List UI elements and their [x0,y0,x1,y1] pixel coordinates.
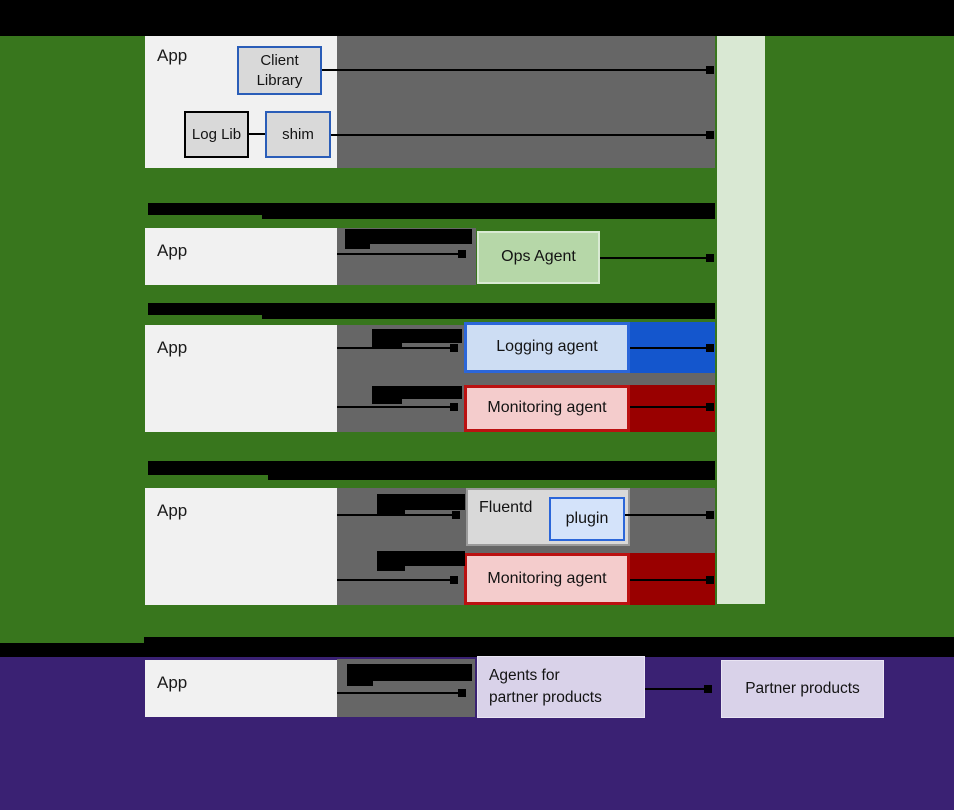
row4-redacted-heading [148,461,715,475]
partner-redacted-label-step [347,681,373,686]
plugin-label: plugin [565,509,609,527]
shim-arrow [331,131,714,139]
row3-redacted-label-metrics-step [372,399,402,404]
row4-redacted-heading-step [268,475,715,480]
row4-redacted-label-logs [377,494,465,510]
partner-app-label: App [157,673,188,692]
row2-redacted-label-step [345,244,370,249]
mid-black-band [0,637,954,657]
partner-redacted-label [347,664,472,681]
row3-app-to-monitoring-arrow [337,403,458,411]
client-library-box: Client Library [237,46,322,95]
monitoring-to-bar-arrow-row4 [630,576,714,584]
logging-to-bar-arrow [630,344,714,352]
fluentd-label: Fluentd [479,499,533,516]
row1-app-label: App [157,46,188,65]
logging-agent-label: Logging agent [496,338,598,356]
monitoring-pipeline-block-row3 [630,385,715,432]
partner-products-box: Partner products [721,660,884,718]
mid-black-band-notch [0,637,144,643]
monitoring-agent-box-row4: Monitoring agent [464,553,630,605]
monitoring-agent-label-row4: Monitoring agent [487,569,607,587]
client-library-arrow [322,66,714,74]
row2-redacted-heading [148,203,715,215]
shim-box: shim [265,111,331,158]
row2-app-to-agent-arrow [337,250,466,258]
row4-app-to-fluentd-arrow [337,511,460,519]
row4-redacted-label-logs-step [377,510,405,516]
top-black-band [0,0,954,36]
monitoring-agent-box-row3: Monitoring agent [464,385,630,432]
row4-redacted-label-metrics-step [377,566,405,571]
partner-app-to-agents-arrow [337,689,466,697]
row4-app-label: App [157,501,188,520]
plugin-to-bar-arrow [625,511,714,519]
row3-app-label: App [157,338,188,357]
partner-agents-box: Agents for partner products [477,656,645,718]
loglib-shim-connector [249,133,265,135]
partner-products-label: Partner products [745,679,860,697]
client-library-label: Client Library [256,52,303,89]
row3-redacted-label-metrics [372,386,462,399]
row2-app-label: App [157,241,188,260]
shim-label: shim [282,125,314,143]
row3-app-to-logging-arrow [337,344,458,352]
row4-app-box [145,488,337,605]
row2-redacted-heading-step [262,215,715,219]
row3-redacted-heading [148,303,715,315]
row2-redacted-label [345,229,472,244]
row2-app-box [145,228,337,285]
monitoring-agent-label-row3: Monitoring agent [487,399,607,417]
log-lib-box: Log Lib [184,111,249,158]
row3-redacted-label-logs-step [372,343,402,349]
plugin-box: plugin [549,497,625,541]
agents-to-partner-arrow [645,685,712,693]
row1-telemetry-box [337,36,715,168]
row4-app-to-monitoring-arrow [337,576,458,584]
row3-redacted-label-logs [372,329,462,343]
cloud-ingest-bar [717,36,765,604]
ops-agent-box: Ops Agent [477,231,600,284]
row3-app-box [145,325,337,432]
partner-agents-label: Agents for partner products [489,666,602,706]
row3-redacted-heading-step [262,315,715,319]
partner-app-box [145,660,337,717]
logging-agent-box: Logging agent [464,322,630,373]
monitoring-to-bar-arrow-row3 [630,403,714,411]
log-lib-label: Log Lib [191,125,242,143]
row4-redacted-label-metrics [377,551,465,566]
ops-agent-label: Ops Agent [501,248,576,266]
ops-agent-to-bar-arrow [600,254,714,262]
